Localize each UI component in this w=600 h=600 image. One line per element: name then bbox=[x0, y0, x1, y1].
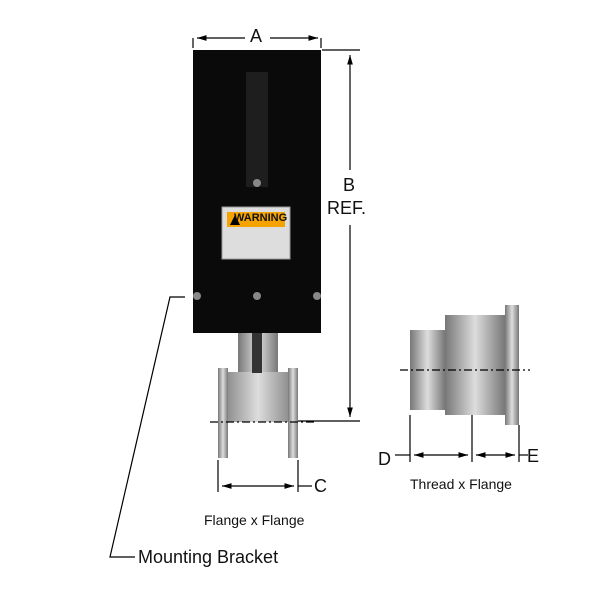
dimension-b: B bbox=[343, 175, 356, 195]
caption-mounting-bracket: Mounting Bracket bbox=[138, 547, 279, 567]
mounting-bracket-leader bbox=[109, 296, 185, 558]
dimension-c: C bbox=[314, 476, 327, 496]
dimension-e: E bbox=[527, 446, 540, 466]
warning-title: WARNING bbox=[234, 212, 288, 224]
actuator-body bbox=[193, 50, 321, 333]
warning-label bbox=[221, 206, 291, 260]
gate-valve-thread bbox=[410, 305, 519, 425]
dimension-a: A bbox=[250, 26, 263, 46]
caption-flange-flange: Flange x Flange bbox=[204, 512, 305, 528]
dimension-d: D bbox=[378, 449, 391, 469]
caption-thread-flange: Thread x Flange bbox=[410, 476, 512, 492]
dimension-b-ref: REF. bbox=[327, 198, 367, 218]
gate-valve-flange bbox=[218, 333, 298, 458]
